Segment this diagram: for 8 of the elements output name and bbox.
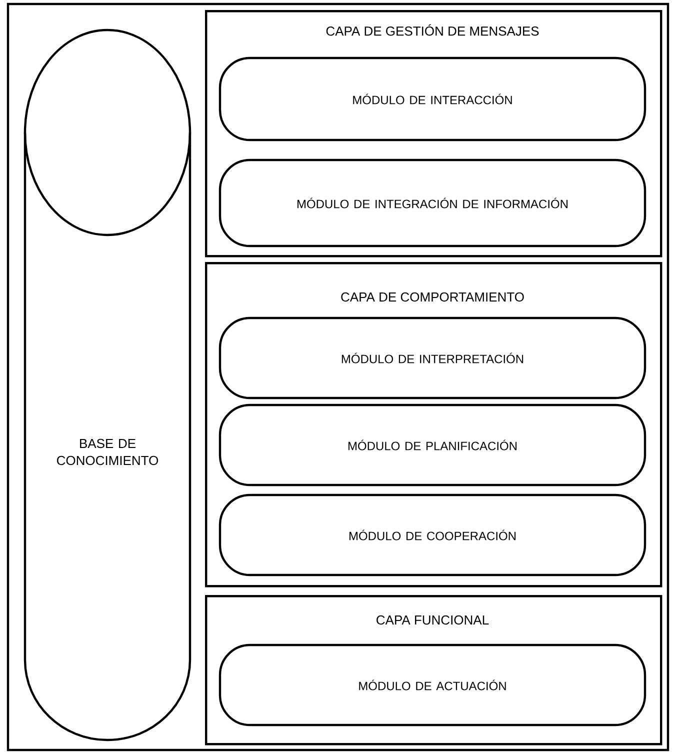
module-box: MÓDULO DE ACTUACIÓN bbox=[218, 644, 646, 726]
cylinder: BASE DE CONOCIMIENTO bbox=[24, 28, 192, 742]
node-label: BASE DE CONOCIMIENTO bbox=[57, 438, 158, 466]
module-box: MÓDULO DE INTERPRETACIÓN bbox=[218, 316, 646, 400]
module-box: MÓDULO DE INTEGRACIÓN DE INFORMACIÓN bbox=[218, 158, 646, 248]
module-box: MÓDULO DE INTERACCIÓN bbox=[218, 56, 646, 142]
module-box: MÓDULO DE COOPERACIÓN bbox=[218, 494, 646, 576]
module-box: MÓDULO DE PLANIFICACIÓN bbox=[218, 404, 646, 486]
